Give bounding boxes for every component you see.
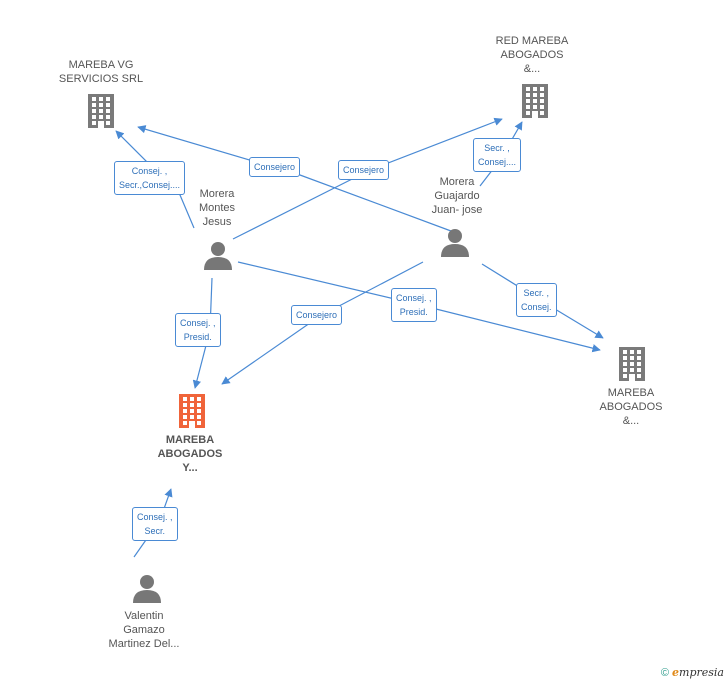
node-label-line: Morera [439,176,475,188]
copyright-icon: © [660,667,669,679]
relation-badge-line: Secr. , [523,288,550,298]
person-icon[interactable] [133,575,161,603]
node-label-red-mareba[interactable]: RED MAREBA ABOGADOS &... [462,34,602,76]
relation-badge[interactable]: Consej. , Secr. [132,507,178,541]
node-label-line: Jesus [202,216,232,228]
node-label-line: Montes [198,202,236,214]
node-label-line: Martinez Del... [108,638,180,650]
node-label-line: ABOGADOS [599,401,663,413]
relation-badge-line: Consej. , [131,166,168,176]
relation-badge-line: Secr. [144,526,166,536]
node-label-mareba-vg[interactable]: MAREBA VG SERVICIOS SRL [31,58,171,86]
person-icon[interactable] [204,242,232,270]
node-label-line: Morera [199,188,235,200]
relation-badge-line: Secr.,Consej.... [119,180,181,190]
building-main-icon[interactable] [179,394,205,428]
relation-badge-line: Consej. , [396,293,432,303]
relation-badge[interactable]: Secr. , Consej.... [473,138,522,172]
node-label-line: ABOGADOS [157,448,223,460]
relation-badge-line: Consej. [521,302,552,312]
brand-logo: empresia [672,666,724,679]
relation-badge[interactable]: Consejero [338,160,390,180]
node-label-line: SERVICIOS SRL [58,73,144,85]
relation-badge[interactable]: Consej. , Secr.,Consej.... [114,161,186,195]
node-label-line: RED MAREBA [495,35,569,47]
node-label-line: MAREBA [607,387,655,399]
relation-badge-line: Presid. [399,307,428,317]
node-label-line: MAREBA VG [68,59,134,71]
relation-badge-line: Presid. [183,332,212,342]
relation-badge[interactable]: Consejero [249,157,301,177]
node-label-line: &... [622,415,640,427]
relation-badge-line: Consejero [254,162,296,172]
relation-badge[interactable]: Secr. , Consej. [516,283,557,317]
relation-badge-line: Consejero [296,310,338,320]
relation-badge-line: Secr. , [484,143,510,153]
node-label-line: Valentin [124,610,164,622]
node-label-line: Guajardo [434,190,480,202]
relation-badge[interactable]: Consejero [291,305,343,325]
node-label-line: ABOGADOS [500,49,564,61]
relation-badge-line: Consej.... [478,157,517,167]
node-label-line: Gamazo [123,624,165,636]
node-label-line: Y... [182,462,198,474]
node-label-mareba-abogados-amp[interactable]: MAREBA ABOGADOS &... [561,386,701,428]
relation-badge-line: Consejero [343,165,385,175]
relation-badge-line: Consej. , [137,512,173,522]
building-icon[interactable] [619,347,645,381]
relation-badge[interactable]: Consej. , Presid. [391,288,437,322]
footer-brand: © empresia [661,666,724,679]
node-label-mareba-abogados-y[interactable]: MAREBA ABOGADOS Y... [120,433,260,475]
person-icon[interactable] [441,229,469,257]
building-icon[interactable] [88,94,114,128]
node-label-line: MAREBA [165,434,215,446]
connection-edge [137,125,452,232]
connection-edge [115,130,195,229]
node-label-line: &... [523,63,541,75]
relation-badge-line: Consej. , [180,318,216,328]
node-label-line: Juan- jose [431,204,483,216]
relation-badge[interactable]: Consej. , Presid. [175,313,221,347]
building-icon[interactable] [522,84,548,118]
